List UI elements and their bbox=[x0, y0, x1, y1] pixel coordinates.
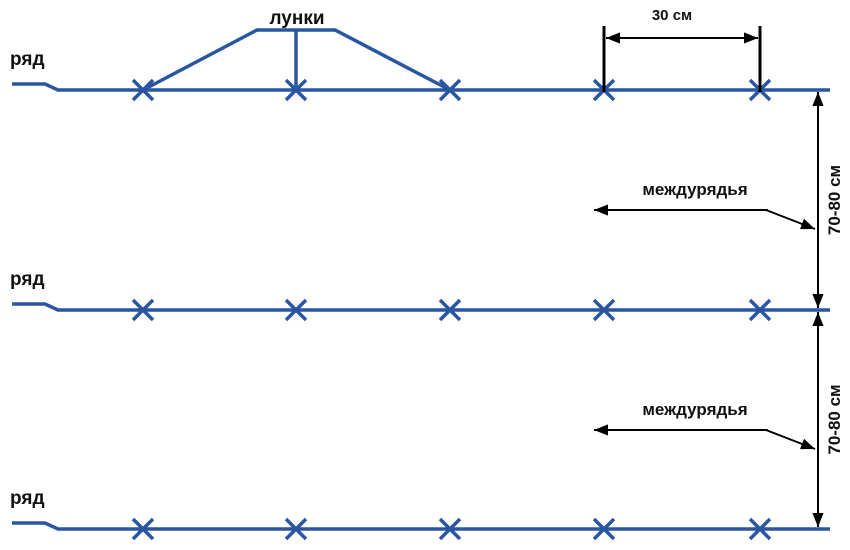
hole-cross-icon bbox=[592, 298, 616, 322]
row-gap-label: междурядья bbox=[642, 180, 747, 199]
hole-cross-icon bbox=[748, 517, 772, 541]
row: ряд bbox=[10, 269, 830, 322]
hole-cross-icon bbox=[438, 298, 462, 322]
row-gap-distance-label: 70-80 см bbox=[825, 165, 844, 235]
row-gap-dimension: 70-80 см междурядья bbox=[594, 312, 844, 527]
row-gap-label: междурядья bbox=[642, 400, 747, 419]
hole-spacing-dimension: 30 см bbox=[602, 7, 762, 92]
row-label: ряд bbox=[10, 49, 45, 70]
row-gap-distance-label: 70-80 см bbox=[825, 384, 844, 454]
holes-callout: лунки bbox=[142, 8, 451, 92]
hole-cross-icon bbox=[131, 298, 155, 322]
row-line bbox=[12, 302, 830, 312]
row-label: ряд bbox=[10, 269, 45, 290]
hole-cross-icon bbox=[284, 298, 308, 322]
hole-cross-icon bbox=[438, 517, 462, 541]
leader-arrow bbox=[765, 429, 816, 450]
hole-cross-icon bbox=[748, 298, 772, 322]
leader-arrow bbox=[765, 209, 816, 230]
hole-cross-icon bbox=[131, 517, 155, 541]
holes-label: лунки bbox=[269, 8, 324, 29]
hole-spacing-label: 30 см bbox=[652, 7, 692, 24]
row: ряд bbox=[10, 488, 830, 541]
row-label: ряд bbox=[10, 488, 45, 509]
row-line bbox=[12, 521, 830, 531]
hole-cross-icon bbox=[284, 517, 308, 541]
hole-cross-icon bbox=[592, 517, 616, 541]
row-gap-dimension: 70-80 см междурядья bbox=[594, 92, 844, 308]
row-line bbox=[12, 82, 830, 92]
